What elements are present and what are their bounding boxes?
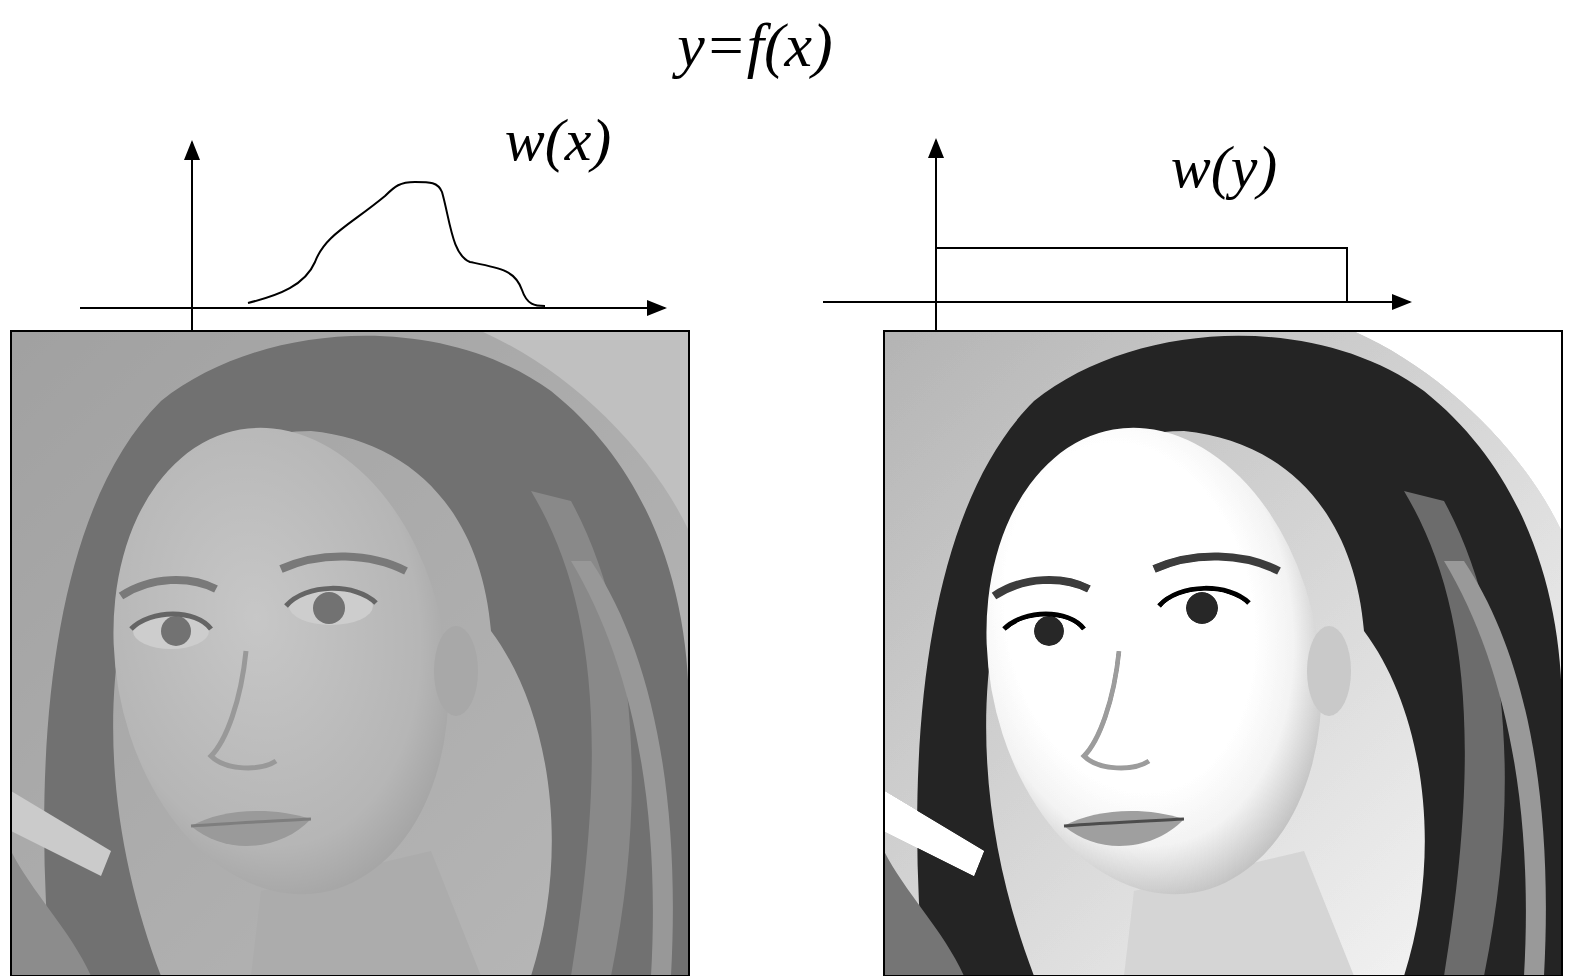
formula-title: y=f(x) [677,14,832,76]
low-contrast-photo [11,331,689,976]
equalized-photo [884,331,1562,976]
histogram-label: w(x) [505,110,612,170]
histogram-label: w(y) [1171,137,1278,197]
